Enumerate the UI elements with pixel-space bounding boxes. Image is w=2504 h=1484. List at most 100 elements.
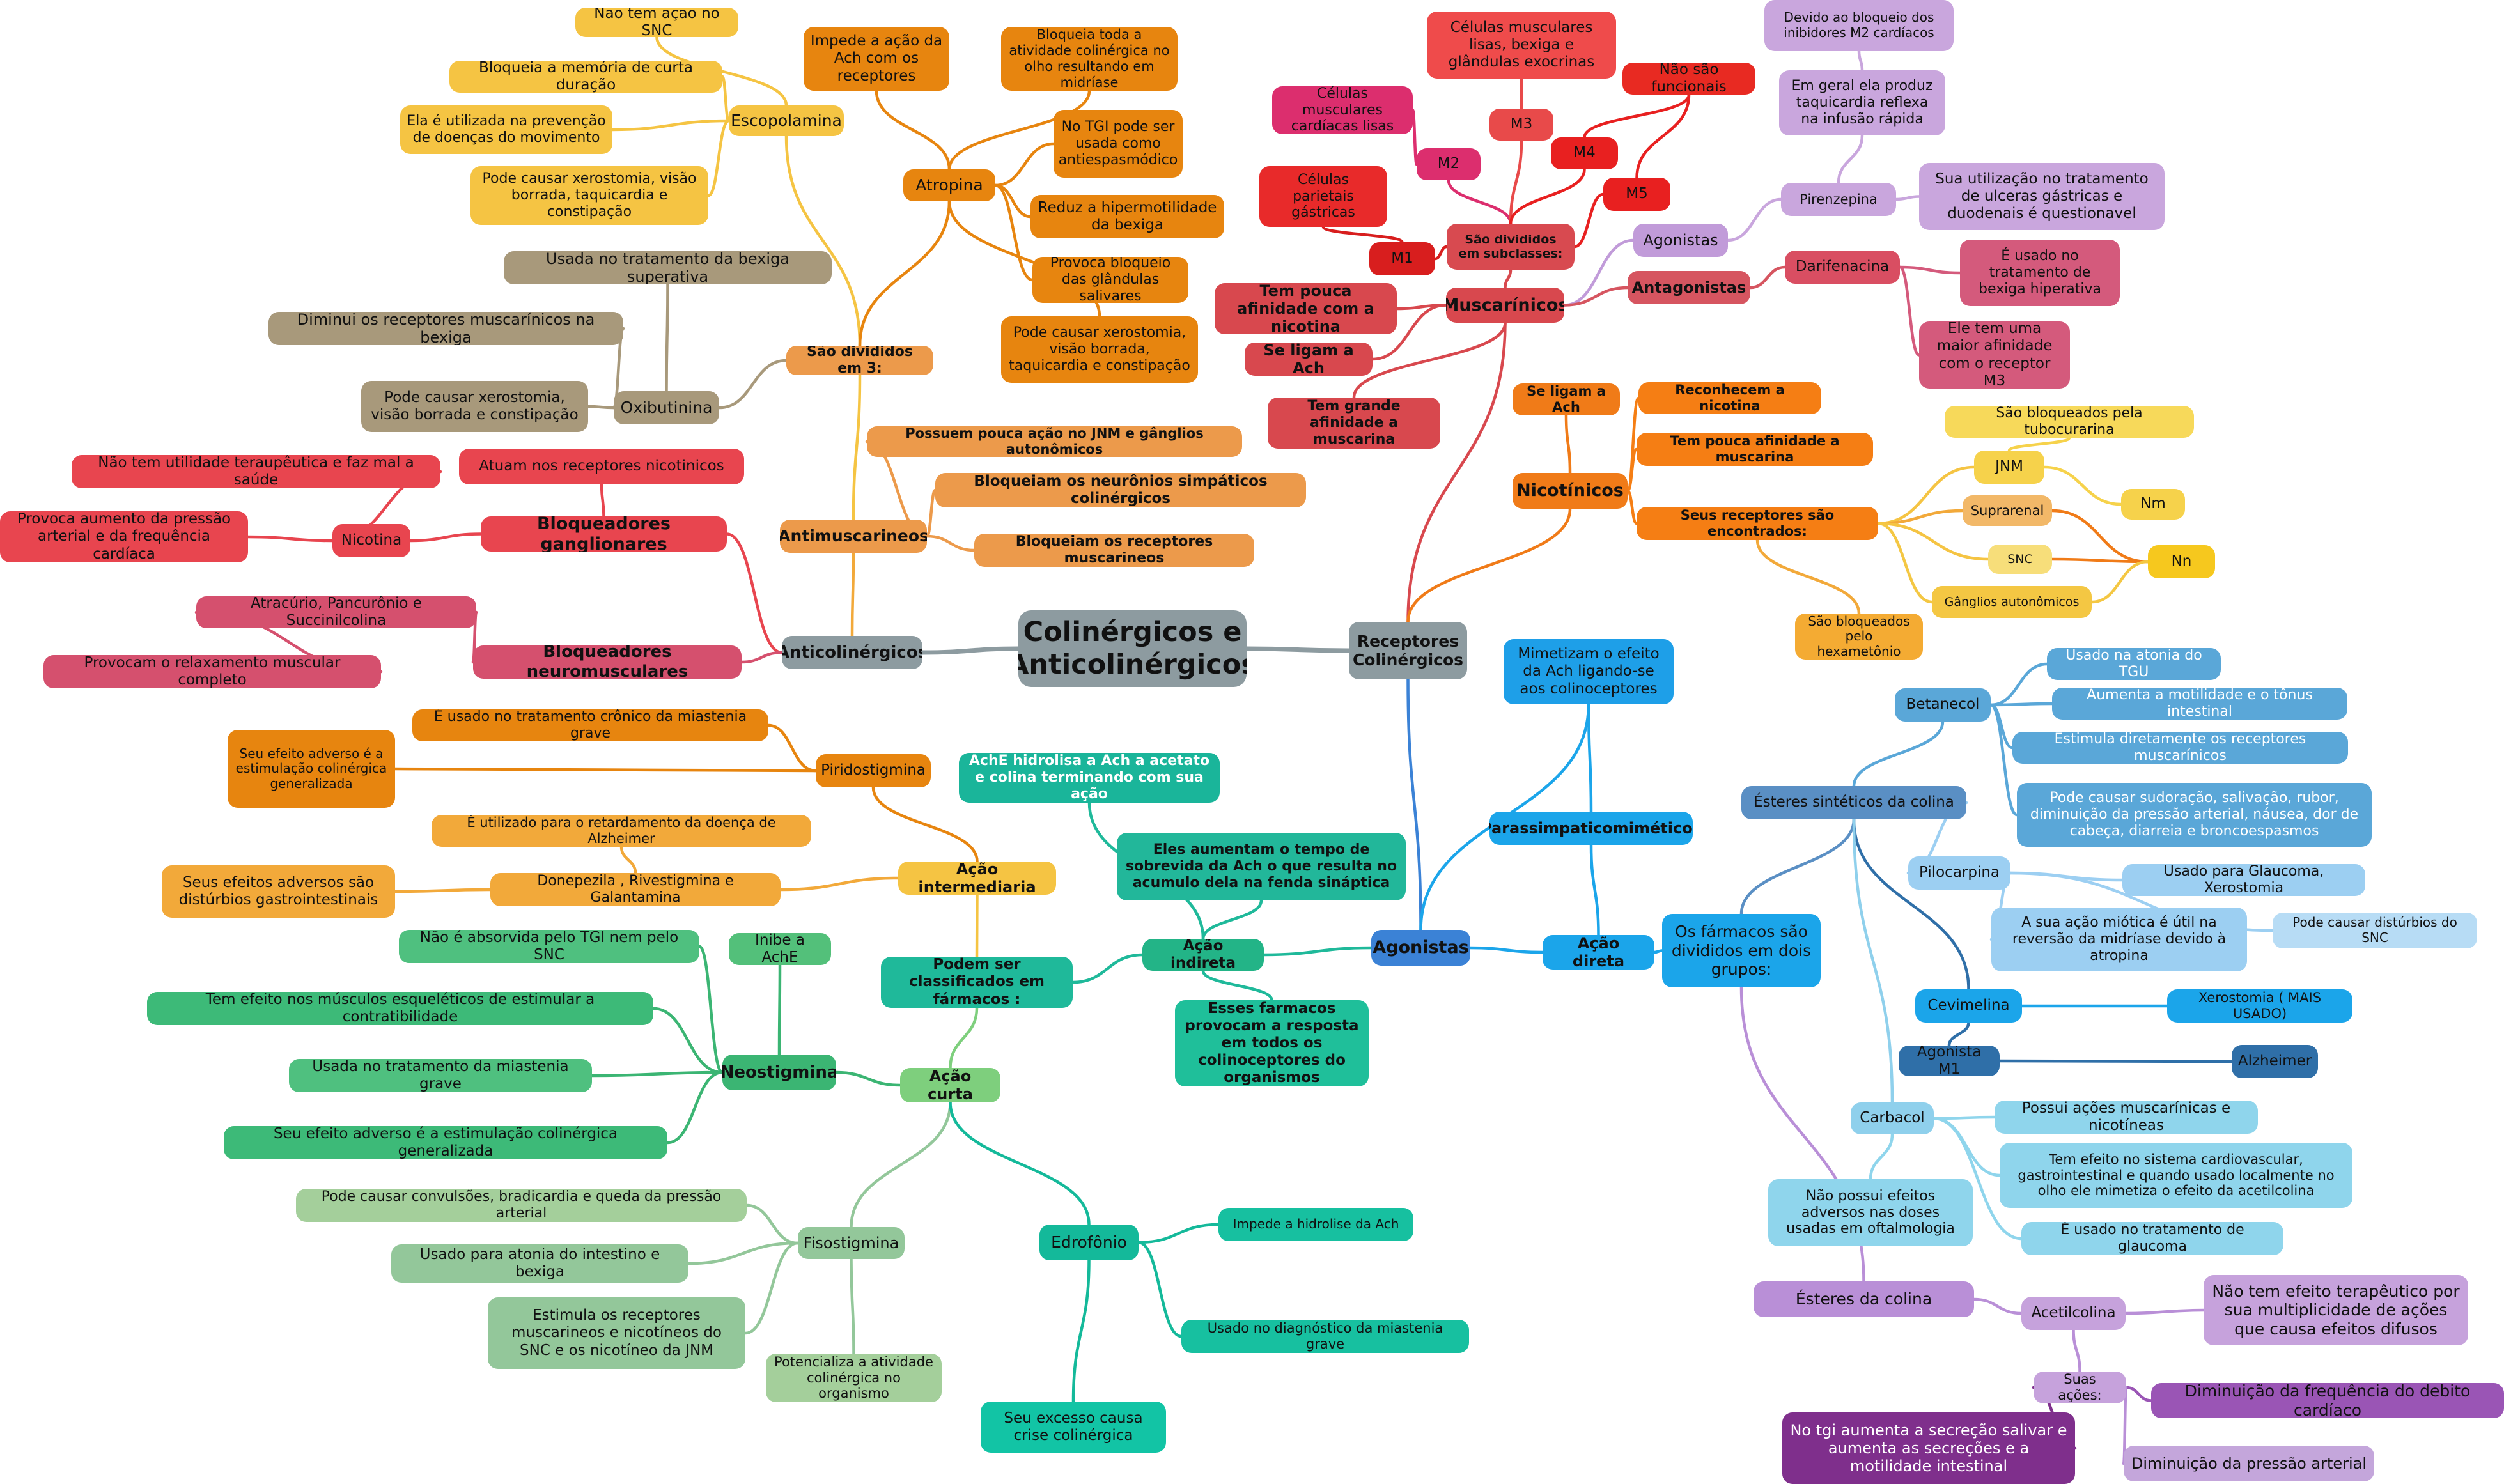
link-m1-to-cel-parietais [1321,225,1404,244]
link-acao-curta-to-edrofonio [949,1101,1091,1226]
link-neostigmina-to-neo-tgi [697,945,724,1074]
link-escopolamina-to-esc-memoria [720,75,731,123]
node-atr-xerostomia: Pode causar xerostomia, visão borrada, t… [1001,316,1198,383]
node-esteres-colina: Ésteres da colina [1754,1281,1974,1317]
node-antagonistas-m: Antagonistas [1628,271,1750,304]
node-neo-miastenia: Usada no tratamento da miastenia grave [289,1059,592,1092]
link-neostigmina-to-neo-musculos [651,1007,724,1074]
link-carbacol-to-car-adversos [1869,1132,1894,1181]
link-piridostigmina-to-pir-miastenia [766,723,818,773]
node-m3: M3 [1489,109,1553,141]
link-acao-curta-to-fisostigmina [850,1101,952,1229]
node-pir-bloqueio: Devido ao bloqueio dos inibidores M2 car… [1764,0,1954,51]
link-acao-curta-to-neostigmina [834,1070,902,1087]
node-piridostigmina: Piridostigmina [816,754,931,787]
link-agonistas-m-to-pirenzepina [1726,197,1783,242]
node-pil-miotica: A sua ação miótica é útil na reversão da… [1991,908,2247,971]
node-tubocurarina: São bloqueados pela tubocurarina [1945,406,2194,438]
link-acetilcolina-to-ace-efeito [2124,1308,2205,1315]
node-nic-encontrados: Seus receptores são encontrados: [1637,507,1878,540]
link-darifenacina-to-dar-bexiga [1898,265,1962,275]
link-subclasses-to-m3 [1509,139,1523,226]
node-agonistas-m: Agonistas [1633,224,1728,257]
node-pir-miastenia: É usado no tratamento crônico da miasten… [412,709,768,741]
node-atr-bexiga: Reduz a hipermotilidade da bexiga [1030,195,1224,238]
link-sao-divididos-em-3-to-atropina [858,199,951,348]
node-bet-tgu: Usado na atonia do TGU [2047,648,2221,680]
link-receptores-colinergicos-to-agonistas [1406,677,1422,932]
link-esteres-sinteticos-to-cevimelina [1852,817,1970,991]
node-alzheimer: Alzheimer [2232,1045,2318,1078]
node-atr-impede: Impede a ação da Ach com os receptores [804,27,949,91]
link-oxibutinina-to-oxi-xerostomia [586,405,616,410]
node-neo-musculos: Tem efeito nos músculos esqueléticos de … [147,992,653,1025]
link-carbacol-to-car-efeito [1932,1117,2002,1177]
link-fisostigmina-to-fis-atonia [687,1241,800,1265]
node-nao-funcionais: Não são funcionais [1622,63,1755,95]
node-bn-relaxamento: Provocam o relaxamento muscular completo [43,655,381,688]
node-acao-direta: Ação direta [1543,935,1654,970]
node-cel-lisas: Células musculares lisas, bexiga e glând… [1427,12,1616,79]
link-subclasses-to-m5 [1573,192,1605,249]
node-don-efeitos: Seus efeitos adversos são distúrbios gas… [162,865,395,918]
node-atropina: Atropina [903,169,995,201]
node-atr-salivares: Provoca bloqueio das glândulas salivares [1032,257,1188,303]
node-m5: M5 [1603,178,1670,211]
node-provocam-resposta: Esses farmacos provocam a resposta em to… [1175,1000,1369,1086]
link-nic-encontrados-to-jnm [1876,465,1976,525]
node-car-acoes: Possui ações muscarínicas e nicotíneas [1995,1101,2258,1134]
link-acao-indireta-to-aumentam-tempo [1201,899,1263,941]
node-suprarenal: Suprarenal [1963,495,2052,526]
node-nic-pouca-muscarina: Tem pouca afinidade a muscarina [1637,433,1873,466]
link-nicotinicos-to-nic-encontrados [1626,489,1638,525]
link-acao-indireta-to-provocam-resposta [1201,969,1273,1002]
node-donepezila: Donepezila , Rivestigmina e Galantamina [490,873,781,906]
link-oxibutinina-to-oxi-bexiga [665,282,669,393]
node-receptores-colinergicos: Receptores Colinérgicos [1349,622,1467,679]
node-ace-tgi: No tgi aumenta a secreção salivar e aume… [1782,1412,2075,1484]
node-nicotinicos: Nicotínicos [1513,473,1628,509]
node-neo-efeito: Seu efeito adverso é a estimulação colin… [224,1126,667,1159]
link-escopolamina-to-esc-xerostomia [706,119,731,197]
node-fis-potencializa: Potencializa a atividade colinérgica no … [766,1354,942,1402]
node-cev-xerostomia: Xerostomia ( MAIS USADO) [2167,989,2352,1023]
link-donepezila-to-don-alzheimer [619,845,637,875]
link-neostigmina-to-neo-efeito [665,1070,724,1145]
node-pilocarpina: Pilocarpina [1908,856,2010,890]
link-agonistas-to-acao-indireta [1262,946,1373,957]
link-subclasses-to-m1 [1433,245,1449,261]
link-edrofonio-to-edr-excesso [1071,1258,1091,1403]
link-antimuscarinicos-to-am-muscarineos [925,534,976,552]
node-ganglios: Gânglios autonômicos [1932,586,2092,618]
node-sao-divididos-em-3: São divididos em 3: [786,346,933,375]
link-root-to-anticolinergicos [920,646,1021,655]
node-edr-hidrolise: Impede a hidrolise da Ach [1218,1208,1413,1241]
node-m2: M2 [1417,148,1481,180]
link-subclasses-to-m4 [1509,167,1586,226]
node-esc-xerostomia: Pode causar xerostomia, visão borrada, t… [470,166,708,225]
link-sao-divididos-em-3-to-oxibutinina [717,359,788,410]
link-sao-divididos-em-3-to-escopolamina [784,134,862,348]
link-nicotinicos-to-nic-pouca-muscarina [1626,447,1638,493]
link-muscarinicos-to-antagonistas-m [1562,286,1629,307]
link-suprarenal-to-nn [2050,509,2150,564]
node-m1: M1 [1369,242,1435,275]
link-carbacol-to-car-glaucoma [1932,1117,2023,1241]
node-fisostigmina: Fisostigmina [798,1227,905,1259]
node-muscarinicos: Muscarínicos [1446,288,1564,323]
node-oxi-bexiga: Usada no tratamento da bexiga superativa [504,251,832,284]
link-atropina-to-atr-bloqueia-olho [947,89,1091,171]
node-atr-tgi: No TGI pode ser usada como antiespasmódi… [1054,110,1183,178]
link-m5-to-nao-funcionais [1635,93,1691,180]
node-darifenacina: Darifenacina [1785,251,1900,284]
link-jnm-to-nm [2042,465,2123,506]
node-atr-bloqueia-olho: Bloqueia toda a atividade colinérgica no… [1001,27,1178,91]
link-anticolinergicos-to-bloqueadores-neuromusculares [740,651,784,664]
node-am-pouca-acao: Possuem pouca ação no JNM e gânglios aut… [867,426,1242,457]
node-carbacol: Carbacol [1851,1102,1934,1134]
node-m4: M4 [1551,137,1618,169]
link-nic-encontrados-to-snc [1876,522,1990,561]
link-acetilcolina-to-suas-acoes [2072,1328,2081,1373]
node-oxibutinina: Oxibutinina [614,391,719,424]
link-carbacol-to-car-acoes [1932,1115,1996,1120]
